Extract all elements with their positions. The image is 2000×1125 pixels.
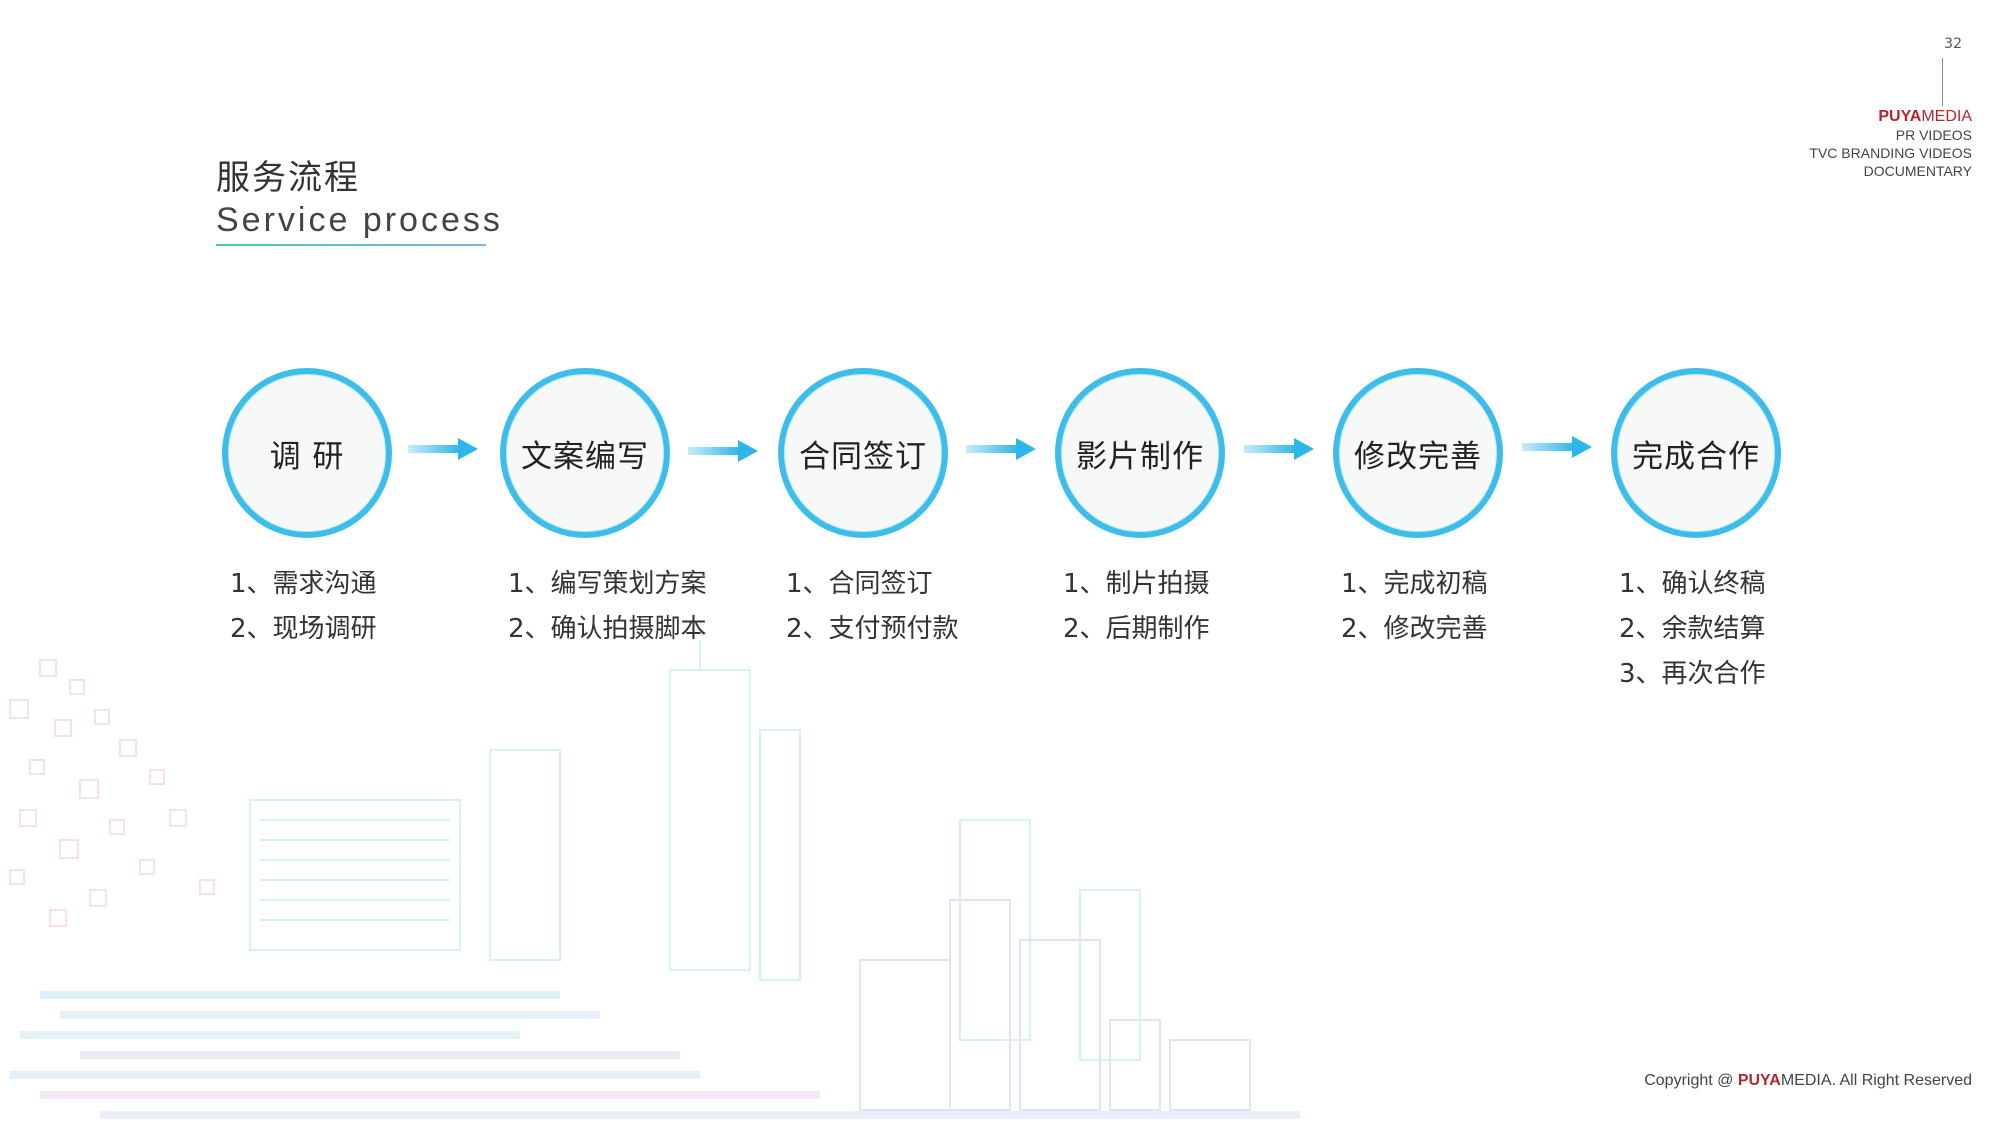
section-heading: 服务流程 Service process: [216, 150, 503, 246]
page-divider: [1942, 58, 1943, 106]
city-skyline-illustration: [9, 640, 1300, 1119]
arrow-right-icon: [408, 438, 478, 460]
step-4-list: 1、制片拍摄 2、后期制作: [1063, 562, 1210, 652]
copyright-footer: Copyright @ PUYAMEDIA. All Right Reserve…: [1644, 1072, 1972, 1090]
step-circle-3: 合同签订: [778, 368, 948, 538]
brand-name: PUYAMEDIA: [1809, 108, 1972, 126]
brand-line-3: DOCUMENTARY: [1863, 163, 1972, 179]
step-5-list: 1、完成初稿 2、修改完善: [1341, 562, 1488, 652]
step-3-list: 1、合同签订 2、支付预付款: [786, 562, 959, 652]
list-item: 2、后期制作: [1063, 614, 1210, 644]
list-item: 2、确认拍摄脚本: [508, 614, 707, 644]
step-title-2: 文案编写: [521, 438, 649, 475]
step-circle-2: 文案编写: [500, 368, 670, 538]
heading-chinese: 服务流程: [216, 158, 360, 198]
step-circle-1: 调 研: [222, 368, 392, 538]
list-item: 2、余款结算: [1619, 614, 1766, 644]
list-item: 1、编写策划方案: [508, 569, 707, 599]
list-item: 2、现场调研: [230, 614, 377, 644]
step-2-list: 1、编写策划方案 2、确认拍摄脚本: [508, 562, 707, 652]
step-6-list: 1、确认终稿 2、余款结算 3、再次合作: [1619, 562, 1766, 697]
brand-line-1: PR VIDEOS: [1895, 127, 1972, 143]
list-item: 1、完成初稿: [1341, 569, 1488, 599]
step-1-list: 1、需求沟通 2、现场调研: [230, 562, 377, 652]
list-item: 1、合同签订: [786, 569, 933, 599]
step-title-3: 合同签订: [799, 438, 927, 475]
arrow-right-icon: [1244, 438, 1314, 460]
step-title-1: 调 研: [269, 438, 345, 475]
footer-brand: PUYA: [1737, 1072, 1781, 1089]
list-item: 2、修改完善: [1341, 614, 1488, 644]
list-item: 1、确认终稿: [1619, 569, 1766, 599]
footer-suffix: MEDIA. All Right Reserved: [1780, 1072, 1972, 1089]
list-item: 1、需求沟通: [230, 569, 377, 599]
step-circle-4: 影片制作: [1055, 368, 1225, 538]
brand-line-2: TVC BRANDING VIDEOS: [1809, 145, 1972, 161]
step-title-5: 修改完善: [1354, 438, 1482, 475]
step-circle-6: 完成合作: [1611, 368, 1781, 538]
brand-name-light: MEDIA: [1921, 108, 1972, 125]
step-circle-5: 修改完善: [1333, 368, 1503, 538]
arrow-right-icon: [966, 438, 1036, 460]
page-number: 32: [1944, 36, 1962, 52]
list-item: 3、再次合作: [1619, 659, 1766, 689]
heading-english: Service process: [216, 201, 503, 239]
arrow-right-icon: [688, 440, 758, 462]
step-title-4: 影片制作: [1076, 438, 1204, 475]
arrow-right-icon: [1522, 436, 1592, 458]
footer-prefix: Copyright @: [1644, 1072, 1738, 1089]
brand-name-bold: PUYA: [1878, 108, 1922, 125]
heading-underline: [216, 244, 486, 246]
brand-block: PUYAMEDIA PR VIDEOS TVC BRANDING VIDEOS …: [1809, 108, 1972, 180]
list-item: 1、制片拍摄: [1063, 569, 1210, 599]
list-item: 2、支付预付款: [786, 614, 959, 644]
step-title-6: 完成合作: [1632, 438, 1760, 475]
